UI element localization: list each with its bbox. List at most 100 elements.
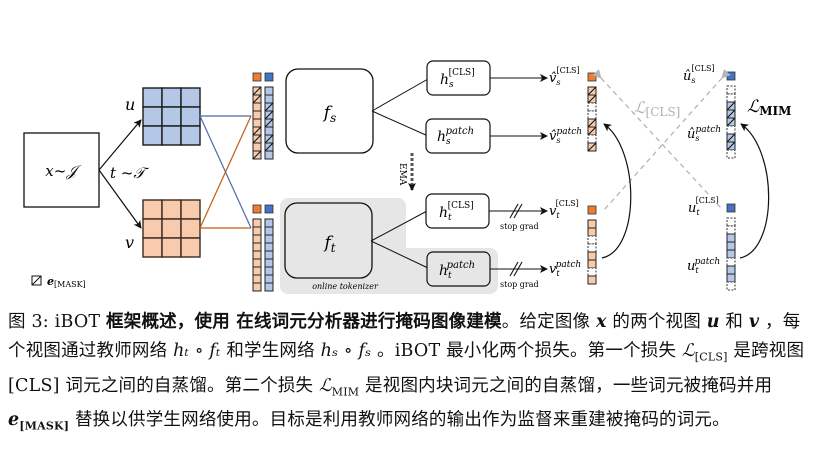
teacher-cls-head bbox=[425, 193, 490, 229]
empty-token bbox=[726, 257, 736, 267]
empty-token bbox=[726, 217, 736, 227]
v-patch-token bbox=[252, 266, 262, 276]
stop-grad-label-cls: stop grad bbox=[500, 222, 539, 231]
stop-grad-slash-patch bbox=[509, 261, 523, 277]
u-patch-token bbox=[264, 250, 274, 260]
empty-token bbox=[726, 281, 736, 291]
transform-label: t ~𝒯 bbox=[110, 164, 149, 182]
view-v-patch bbox=[180, 199, 201, 220]
u-patch-token bbox=[264, 282, 274, 292]
caption-math-lmim: ℒMIM bbox=[318, 375, 360, 399]
teacher-cls-head-label: ht[CLS] bbox=[439, 201, 474, 223]
ibot-framework-diagram: x~𝒥 t ~𝒯 u v fs EMA ft online tokenizer … bbox=[23, 60, 791, 294]
cls-output-token bbox=[587, 205, 597, 215]
student-input-tokens bbox=[252, 72, 274, 160]
mask-slash bbox=[726, 133, 736, 143]
loss-mim-label: ℒMIM bbox=[747, 97, 791, 118]
u-t-patch-label: utpatch bbox=[687, 257, 720, 275]
patch-output-token bbox=[587, 227, 597, 237]
mask-slash bbox=[587, 142, 597, 152]
input-image-box bbox=[23, 132, 100, 208]
u-patch-token bbox=[264, 226, 274, 236]
u-patch-token bbox=[264, 218, 274, 228]
teacher-u-output-tokens bbox=[726, 203, 736, 291]
student-patch-head-label: hspatch bbox=[437, 126, 474, 147]
u-patch-token bbox=[264, 274, 274, 284]
v-patch-token bbox=[252, 142, 262, 152]
u-patch-token bbox=[264, 242, 274, 252]
empty-token bbox=[587, 235, 597, 245]
arrow-to-u bbox=[98, 119, 142, 171]
view-v-patch bbox=[142, 199, 163, 220]
mim-arc-v bbox=[601, 123, 632, 259]
student-to-patch-head bbox=[371, 110, 429, 137]
v-patch-token bbox=[252, 102, 262, 112]
patch-output-token bbox=[726, 273, 736, 283]
empty-token bbox=[587, 134, 597, 144]
u-patch-token bbox=[264, 126, 274, 136]
student-to-cls-head bbox=[371, 78, 429, 112]
empty-token bbox=[587, 267, 597, 277]
v-patch-token bbox=[252, 242, 262, 252]
mask-slash bbox=[252, 150, 262, 160]
mask-slash bbox=[252, 126, 262, 136]
caption-and: 和 bbox=[725, 312, 744, 332]
teacher-to-patch-head bbox=[370, 240, 429, 269]
u-patch-token bbox=[264, 234, 274, 244]
mask-slash bbox=[264, 102, 274, 112]
v-patch-token bbox=[252, 226, 262, 236]
teacher-backbone-label: ft bbox=[322, 233, 335, 255]
u-cls-token bbox=[264, 72, 274, 82]
view-u-patch bbox=[142, 125, 163, 146]
v-patch-token bbox=[252, 234, 262, 244]
mask-slash bbox=[726, 101, 736, 111]
cls-output-token bbox=[726, 203, 736, 213]
v-patch-token bbox=[252, 250, 262, 260]
v-patch-token bbox=[252, 258, 262, 268]
teacher-patch-head-label: htpatch bbox=[439, 260, 475, 281]
u-patch-token bbox=[264, 266, 274, 276]
mask-slash bbox=[264, 134, 274, 144]
empty-token bbox=[726, 225, 736, 235]
empty-token bbox=[726, 93, 736, 103]
v-patch-token bbox=[252, 282, 262, 292]
view-u-patch bbox=[142, 106, 163, 127]
patch-output-token bbox=[726, 249, 736, 259]
patch-output-token bbox=[726, 265, 736, 275]
view-v-patch bbox=[180, 237, 201, 258]
mask-token-label: e[MASK] bbox=[47, 275, 86, 289]
input-image-label: x~𝒥 bbox=[45, 162, 82, 180]
v-cls-token bbox=[252, 72, 262, 82]
u-patch-token bbox=[264, 94, 274, 104]
v-patch-token bbox=[252, 274, 262, 284]
caption-text-2: 的两个视图 bbox=[612, 312, 701, 332]
v-cls-token bbox=[252, 204, 262, 214]
view-v-patch bbox=[161, 237, 182, 258]
empty-token bbox=[726, 149, 736, 159]
student-backbone-label: fs bbox=[322, 103, 336, 125]
view-v-patch bbox=[161, 199, 182, 220]
view-u-label: u bbox=[125, 95, 135, 114]
view-v-grid bbox=[142, 199, 201, 258]
teacher-to-cls-head bbox=[370, 210, 428, 242]
empty-token bbox=[726, 125, 736, 135]
caption-math-emask: e[MASK] bbox=[8, 410, 70, 433]
mask-slash bbox=[252, 94, 262, 104]
mask-slash bbox=[264, 142, 274, 152]
mask-slash bbox=[252, 86, 262, 96]
student-u-output-tokens bbox=[726, 71, 736, 159]
mask-slash bbox=[264, 110, 274, 120]
empty-token bbox=[726, 85, 736, 95]
caption-math-teacher: hₜ ∘ fₜ bbox=[173, 341, 221, 361]
mask-slash bbox=[264, 118, 274, 128]
v-s-patch-label: v̂spatch bbox=[549, 127, 582, 145]
view-u-patch bbox=[180, 106, 201, 127]
v-t-patch-label: vtpatch bbox=[549, 260, 581, 278]
v-patch-token bbox=[252, 118, 262, 128]
view-u-grid bbox=[142, 87, 201, 146]
mask-slash bbox=[252, 134, 262, 144]
v-t-cls-label: vt[CLS] bbox=[549, 199, 579, 220]
view-u-patch bbox=[180, 125, 201, 146]
arrow-to-v bbox=[98, 169, 142, 229]
view-u-patch bbox=[161, 87, 182, 108]
